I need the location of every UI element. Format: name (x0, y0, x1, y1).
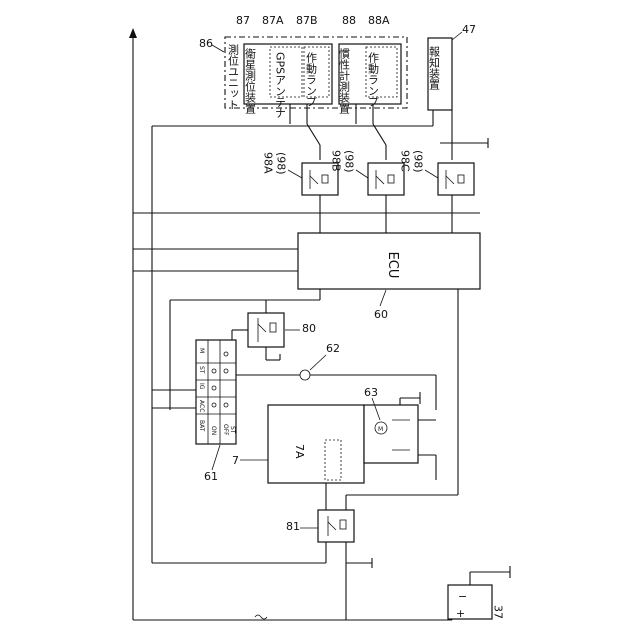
satellite-positioning-box (244, 44, 332, 104)
ecu-label: ECU (385, 252, 400, 279)
ref-80: 80 (302, 322, 316, 335)
ref-37: 37 (492, 605, 505, 619)
ref-98b-sub: (98) (343, 150, 356, 173)
operation-lamp-a-label: 作動ランプ (305, 52, 318, 107)
positioning-unit-label: 測位ユニット (227, 43, 240, 110)
ref-98c-sub: (98) (412, 150, 425, 173)
ref-98c: 98C (399, 150, 412, 172)
key-col-ig: IG (198, 383, 205, 390)
ref-98b: 98B (330, 150, 343, 172)
key-col-st: ST (198, 366, 205, 374)
key-col-m: M (198, 348, 205, 353)
unit-7a-label: 7A (293, 444, 306, 459)
svg-text:M: M (378, 426, 383, 433)
battery-minus: − (458, 590, 467, 603)
fuse-symbol (255, 615, 267, 619)
relay-80 (232, 300, 284, 360)
relay-98c (438, 163, 474, 195)
key-row-st: ST (229, 426, 236, 434)
ref-87: 87 (236, 14, 250, 27)
ref-47: 47 (462, 23, 476, 36)
satellite-positioning-label: 衛星測位装置 (244, 48, 257, 114)
battery-plus: + (456, 607, 465, 620)
key-row-off: OFF (222, 424, 229, 436)
key-col-bat: BAT (198, 420, 205, 432)
ref-60: 60 (374, 308, 388, 321)
notification-device-47: 報知装置 (428, 38, 453, 110)
relay-81 (152, 483, 372, 620)
key-col-acc: ACC (198, 400, 205, 412)
inertial-measurement-label: 慣性計測装置 (338, 47, 351, 114)
ref-88: 88 (342, 14, 356, 27)
ref-87a: 87A (262, 14, 284, 27)
ref-7: 7 (232, 454, 239, 467)
ref-86: 86 (199, 37, 213, 50)
gps-antenna-label: GPSアンテナ (274, 52, 287, 118)
operation-lamp-b-label: 作動ランプ (367, 52, 380, 107)
notification-device-label: 報知装置 (428, 46, 441, 90)
ref-63: 63 (364, 386, 378, 399)
ref-87b: 87B (296, 14, 318, 27)
ref-88a: 88A (368, 14, 390, 27)
positioning-unit-86: 測位ユニット 衛星測位装置 GPSアンテナ 作動ランプ 慣性計測装置 作動ランプ (225, 37, 407, 118)
ref-98a: 98A (262, 152, 275, 174)
unit-7: 7A (268, 405, 364, 483)
key-row-on: ON (210, 426, 217, 435)
ecu-60: ECU (298, 233, 480, 289)
ref-98a-sub: (98) (275, 152, 288, 175)
ref-81: 81 (286, 520, 300, 533)
ref-62: 62 (326, 342, 340, 355)
ref-61: 61 (204, 470, 218, 483)
